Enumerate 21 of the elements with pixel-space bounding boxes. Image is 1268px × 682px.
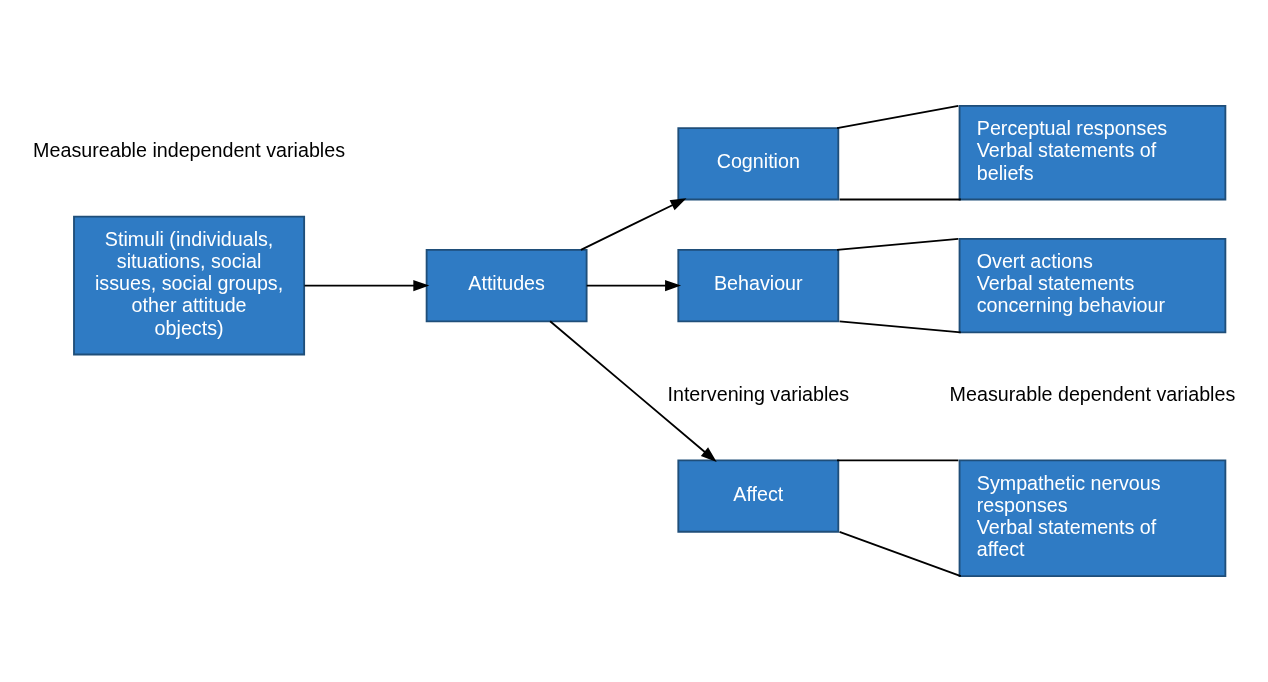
connector xyxy=(836,105,960,129)
connector xyxy=(838,320,962,334)
connector xyxy=(838,198,962,201)
node-box: Affect xyxy=(677,459,840,533)
node-box: Stimuli (individuals, situations, social issues, social groups, other attitude objects) xyxy=(73,215,306,356)
label: Measurable dependent variables xyxy=(949,383,1236,406)
node-box: Behaviour xyxy=(677,249,840,323)
node-box: Attitudes xyxy=(425,249,588,323)
connector xyxy=(838,530,962,577)
label: Intervening variables xyxy=(667,383,850,406)
node-box: Sympathetic nervous responses Verbal statements of affect xyxy=(958,459,1227,577)
node-box: Overt actions Verbal statements concerning behaviour xyxy=(958,237,1227,334)
arrow xyxy=(585,280,682,292)
connector xyxy=(836,459,960,462)
arrow xyxy=(303,280,430,292)
arrow xyxy=(549,320,717,462)
label: Measureable independent variables xyxy=(33,139,346,162)
connector xyxy=(836,237,960,251)
arrow xyxy=(580,198,687,251)
node-box: Cognition xyxy=(677,127,840,201)
node-box: Perceptual responses Verbal statements of beliefs xyxy=(958,105,1227,201)
